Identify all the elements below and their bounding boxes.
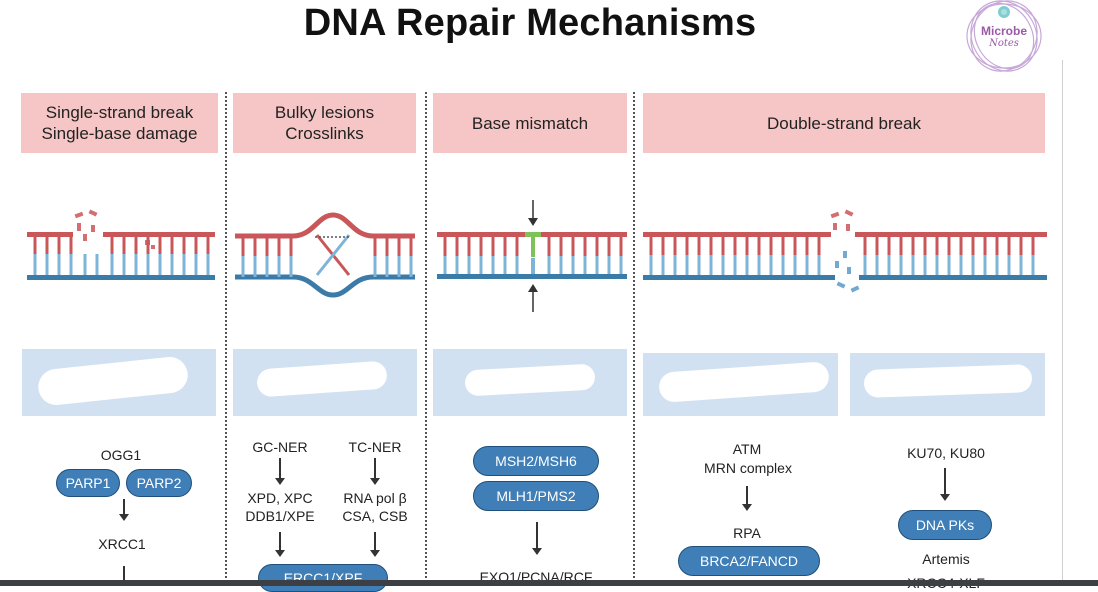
redaction-scribble — [658, 361, 830, 403]
protein-atm: ATM — [732, 441, 762, 457]
logo-emblem-icon — [966, 0, 1042, 72]
label-gc-ner: GC-NER — [252, 439, 308, 455]
protein-pill-msh2-msh6: MSH2/MSH6 — [473, 446, 599, 476]
header-line: Base mismatch — [471, 113, 589, 133]
arrow-down — [273, 458, 287, 486]
arrow-down — [368, 458, 382, 486]
mechanism-box-hr — [643, 353, 838, 416]
dna-bulky-lesion-illustration — [235, 212, 415, 298]
protein-line: RNA pol β — [343, 490, 407, 506]
arrow-down — [740, 486, 754, 512]
header-line: Bulky lesions — [274, 103, 375, 122]
protein-artemis: Artemis — [922, 551, 970, 567]
header-line: Single-strand break — [45, 103, 194, 122]
protein-line: XPD, XPC — [247, 490, 313, 506]
page-title: DNA Repair Mechanisms — [303, 2, 757, 44]
column-divider — [633, 92, 635, 586]
mechanism-box-ssb — [22, 349, 216, 416]
protein-line: CSA, CSB — [342, 508, 408, 524]
arrow-down — [530, 522, 544, 556]
protein-line: DDB1/XPE — [245, 508, 315, 524]
mechanism-box-ner — [233, 349, 417, 416]
column-divider — [225, 92, 227, 586]
protein-ku70-ku80: KU70, KU80 — [907, 445, 985, 461]
protein-xrcc1: XRCC1 — [98, 536, 146, 552]
redaction-scribble — [36, 355, 190, 407]
protein-pill-brca2-fancd: BRCA2/FANCD — [678, 546, 820, 576]
header-line: Single-base damage — [41, 124, 198, 143]
protein-pill-dna-pks: DNA PKs — [898, 510, 992, 540]
protein-mrn-complex: MRN complex — [704, 460, 792, 476]
arrow-down — [117, 499, 131, 521]
redaction-scribble — [863, 364, 1033, 398]
mechanism-box-mmr — [433, 349, 627, 416]
protein-rpa: RPA — [733, 525, 761, 541]
protein-ogg1: OGG1 — [100, 447, 142, 463]
column-divider — [425, 92, 427, 586]
header-line: Double-strand break — [766, 113, 922, 133]
dna-ssb-illustration — [27, 209, 215, 280]
screen-bottom-bar — [0, 580, 1098, 586]
header-bulky-lesions: Bulky lesions Crosslinks — [233, 93, 416, 153]
arrow-down — [117, 566, 131, 586]
protein-list-tc-ner: RNA pol β CSA, CSB — [330, 489, 420, 525]
dna-double-strand-break-illustration — [643, 209, 1047, 293]
label-tc-ner: TC-NER — [348, 439, 402, 455]
logo-text-line1: Microbe — [980, 24, 1027, 38]
microbe-notes-logo: Microbe Notes — [962, 0, 1046, 72]
protein-pill-ercc1-xpf: ERCC1/XPF — [258, 564, 388, 592]
arrow-down — [273, 532, 287, 558]
arrow-down — [368, 532, 382, 558]
page-edge-line — [1062, 60, 1063, 580]
arrow-down — [938, 468, 952, 502]
header-line: Crosslinks — [285, 124, 364, 143]
redaction-scribble — [464, 363, 596, 397]
header-single-strand-break: Single-strand break Single-base damage — [21, 93, 218, 153]
dna-mismatch-illustration — [437, 200, 627, 312]
logo-text-line2: Notes — [989, 38, 1019, 49]
mechanism-box-nhej — [850, 353, 1045, 416]
redaction-scribble — [256, 360, 388, 398]
header-double-strand-break: Double-strand break — [643, 93, 1045, 153]
protein-pill-parp1: PARP1 — [56, 469, 120, 497]
protein-list-gc-ner: XPD, XPC DDB1/XPE — [234, 489, 326, 525]
protein-pill-mlh1-pms2: MLH1/PMS2 — [473, 481, 599, 511]
protein-pill-parp2: PARP2 — [126, 469, 192, 497]
header-base-mismatch: Base mismatch — [433, 93, 627, 153]
